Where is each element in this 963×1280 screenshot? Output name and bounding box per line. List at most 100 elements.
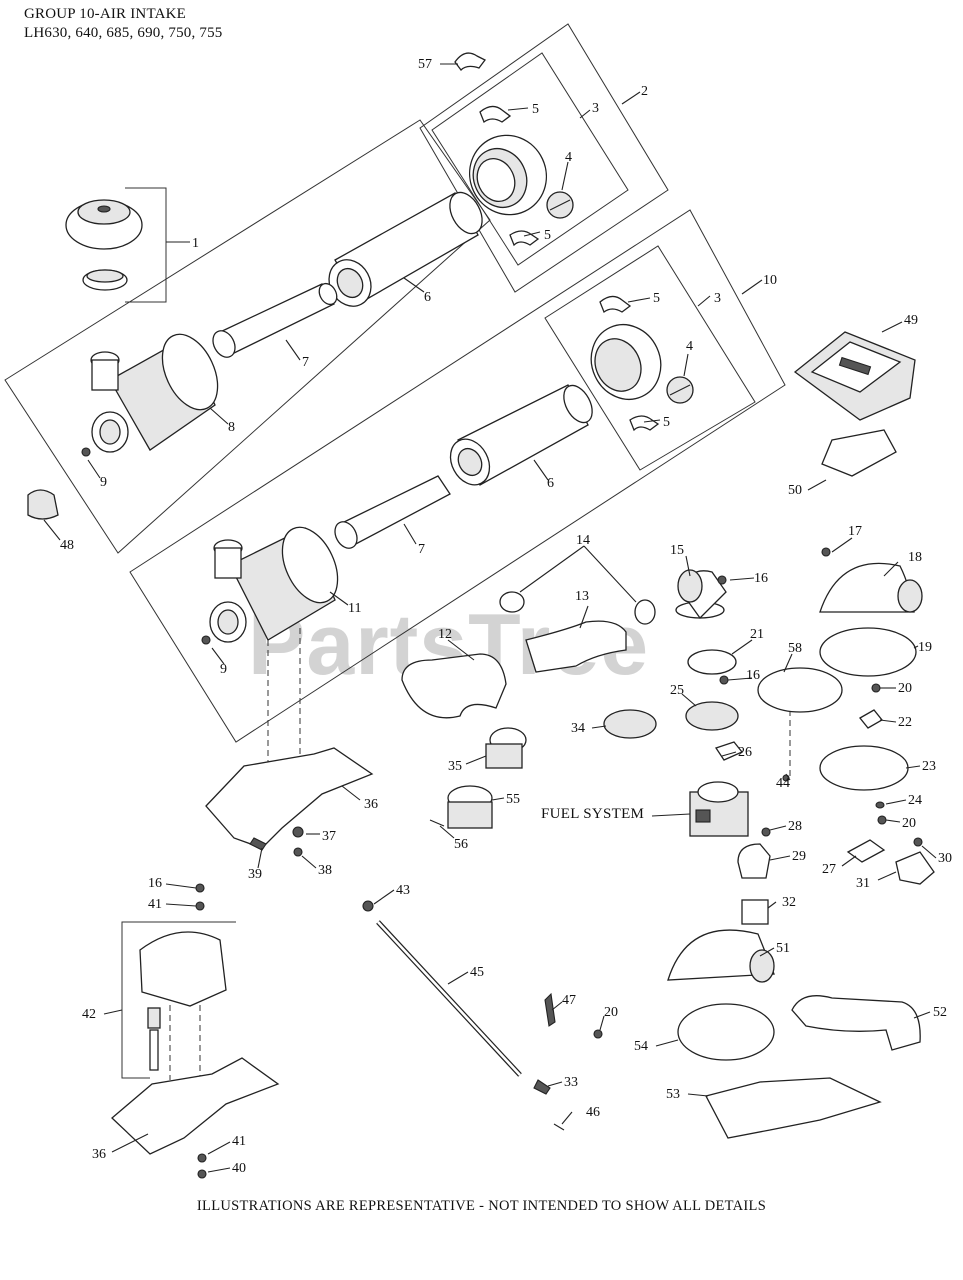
part-number: 44 <box>776 776 790 791</box>
assembly-box-42 <box>121 921 236 1079</box>
part-number: 20 <box>902 816 916 831</box>
plate-23-icon <box>819 745 909 791</box>
part-number: 30 <box>938 851 952 866</box>
part-number: 2 <box>641 84 648 99</box>
part-number: 45 <box>470 965 484 980</box>
bracket-42-icon <box>139 931 227 1071</box>
plate-25-icon <box>685 701 739 731</box>
part-number: 25 <box>670 683 684 698</box>
part-number: 48 <box>60 538 74 553</box>
part-number: 57 <box>418 57 432 72</box>
part-number: 9 <box>220 662 227 677</box>
elbow-hose-right-icon <box>525 620 627 673</box>
part-number: 36 <box>92 1147 106 1162</box>
inner-element-lower-icon <box>334 475 451 549</box>
clip-icon <box>454 52 486 71</box>
part-number: 54 <box>634 1039 648 1054</box>
part-number: 16 <box>746 668 760 683</box>
part-number: 32 <box>782 895 796 910</box>
fuel-system-label: FUEL SYSTEM <box>541 806 645 822</box>
part-number: 8 <box>228 420 235 435</box>
seal-icon <box>821 429 897 477</box>
part-number: 40 <box>232 1161 246 1176</box>
part-number: 39 <box>248 867 262 882</box>
part-number: 27 <box>822 862 836 877</box>
elbow-adapter-icon <box>675 569 727 620</box>
elbow-hose-left-icon <box>401 653 507 719</box>
part-number: 9 <box>100 475 107 490</box>
carburetor-cover-icon <box>819 562 923 613</box>
part-number: 19 <box>918 640 932 655</box>
air-cleaner-housing-lower-icon <box>209 526 339 643</box>
part-number: 31 <box>856 876 870 891</box>
part-number: 3 <box>592 101 599 116</box>
fitting-29-icon <box>737 843 771 879</box>
part-number: 43 <box>396 883 410 898</box>
model-list: LH630, 640, 685, 690, 750, 755 <box>24 25 223 41</box>
throttle-body-adapter-35-icon <box>485 727 527 769</box>
part-number: 49 <box>904 313 918 328</box>
part-number: 11 <box>348 601 361 616</box>
part-number: 50 <box>788 483 802 498</box>
elbow-hose-52-icon <box>791 995 921 1051</box>
filter-element-upper-icon <box>328 191 483 307</box>
part-number: 5 <box>653 291 660 306</box>
throttle-body-adapter-55-icon <box>447 785 493 829</box>
end-cap-upper-icon <box>468 105 574 247</box>
part-number: 24 <box>908 793 922 808</box>
carburetor-icon <box>689 781 749 837</box>
assembly-box-8 <box>4 119 491 554</box>
part-number: 41 <box>232 1134 246 1149</box>
part-number: 15 <box>670 543 684 558</box>
part-number: 22 <box>898 715 912 730</box>
fastener-icon <box>195 547 923 1179</box>
part-number: 47 <box>562 993 576 1008</box>
part-number: 55 <box>506 792 520 807</box>
part-number: 26 <box>738 745 752 760</box>
part-number: 28 <box>788 819 802 834</box>
part-number: 4 <box>565 150 572 165</box>
part-number: 3 <box>714 291 721 306</box>
plate-34-icon <box>603 709 657 739</box>
part-number: 53 <box>666 1087 680 1102</box>
diagram-title: GROUP 10-AIR INTAKE <box>24 6 187 22</box>
part-number: 46 <box>586 1105 600 1120</box>
bracket-36-upper-icon <box>205 747 374 849</box>
part-number: 5 <box>544 228 551 243</box>
intake-cover-icon <box>793 331 916 421</box>
part-number: 12 <box>438 627 452 642</box>
part-number: 56 <box>454 837 468 852</box>
washer-24-icon <box>875 801 885 809</box>
gasket-58-icon <box>757 667 843 713</box>
precleaner-icon <box>27 489 59 520</box>
footer-disclaimer: ILLUSTRATIONS ARE REPRESENTATIVE - NOT I… <box>196 1198 767 1214</box>
part-number: 16 <box>754 571 768 586</box>
part-number: 52 <box>933 1005 947 1020</box>
part-number: 5 <box>532 102 539 117</box>
fitting-lower-icon <box>201 635 211 645</box>
part-number: 4 <box>686 339 693 354</box>
plate-54-icon <box>677 1003 775 1061</box>
part-number: 18 <box>908 550 922 565</box>
part-number: 20 <box>898 681 912 696</box>
air-cleaner-housing-upper-icon <box>90 333 219 453</box>
filter-element-lower-icon <box>449 384 593 486</box>
part-number: 33 <box>564 1075 578 1090</box>
part-number: 20 <box>604 1005 618 1020</box>
gasket-19-icon <box>819 627 917 677</box>
part-number-labels: 57 2 3 5 4 5 1 6 7 8 9 48 10 5 3 4 5 49 … <box>60 57 952 1176</box>
assembly-box-3-lower <box>544 245 756 471</box>
part-number: 7 <box>302 355 309 370</box>
part-number: 14 <box>576 533 590 548</box>
bracket-22-icon <box>859 709 883 729</box>
inner-element-upper-icon <box>212 282 338 358</box>
part-number: 38 <box>318 863 332 878</box>
air-cleaner-cover-icon <box>65 199 143 291</box>
part-number: 58 <box>788 641 802 656</box>
part-number: 29 <box>792 849 806 864</box>
part-number: 42 <box>82 1007 96 1022</box>
part-number: 10 <box>763 273 777 288</box>
part-number: 7 <box>418 542 425 557</box>
fitting-32-icon <box>741 899 769 925</box>
